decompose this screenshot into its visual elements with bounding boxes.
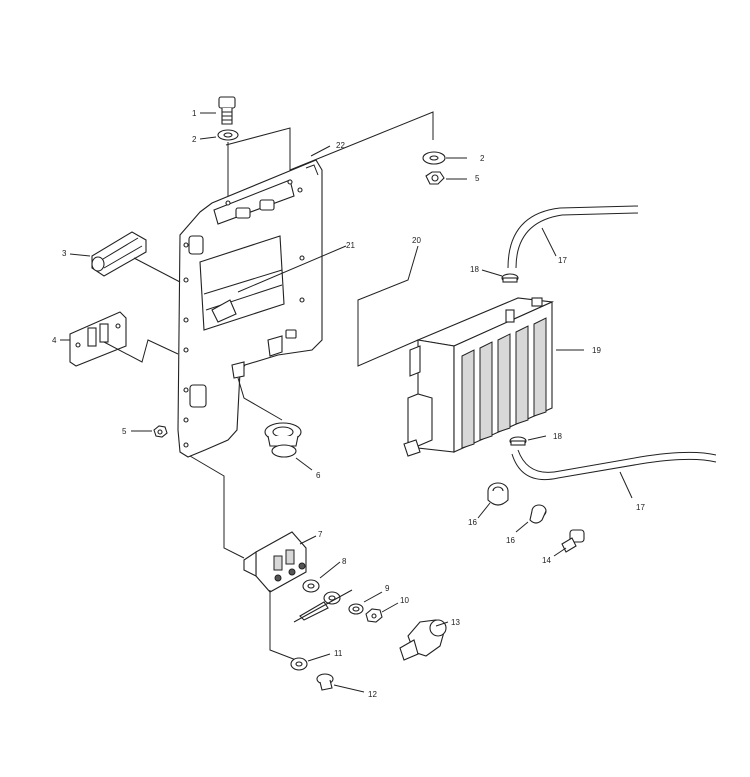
callout-2: 2: [192, 135, 197, 144]
part-17-hose-lower: [511, 449, 717, 481]
part-4-grommet-plate: [69, 311, 127, 367]
callout-8: 8: [342, 557, 347, 566]
part-18-clamp-upper: [501, 273, 519, 283]
callout-6: 6: [316, 471, 321, 480]
callout-17-upper: 17: [558, 256, 567, 265]
part-11-washer: [290, 657, 308, 671]
callout-18-upper: 18: [470, 265, 479, 274]
part-2-washer-right: [422, 151, 446, 165]
callout-3: 3: [62, 249, 67, 258]
part-5-nut-right: [425, 171, 445, 185]
part-7-relay: [243, 531, 307, 593]
callout-5-right: 5: [475, 174, 480, 183]
part-17-hose-upper: [507, 205, 639, 269]
callout-13: 13: [451, 618, 460, 627]
callout-5-left: 5: [122, 427, 127, 436]
callout-18-lower: 18: [553, 432, 562, 441]
part-5-nut-left: [153, 425, 168, 438]
part-9-washer: [348, 603, 364, 615]
part-13-rubber-boot: [399, 619, 447, 661]
callout-11: 11: [334, 649, 343, 658]
part-6-rubber-cup: [264, 422, 302, 458]
part-19-regulator-box: [403, 297, 555, 457]
callout-22: 22: [336, 141, 345, 150]
part-10-nut: [365, 608, 383, 623]
callout-17-lower: 17: [636, 503, 645, 512]
part-3-connector-clip: [91, 231, 147, 277]
part-16-bushing-large: [487, 482, 509, 506]
callout-16-small: 16: [506, 536, 515, 545]
callout-21: 21: [346, 241, 355, 250]
part-2-washer: [217, 129, 239, 141]
part-16-bushing-small: [529, 504, 547, 524]
part-18-clamp-lower: [509, 436, 527, 446]
part-14-bolt: [561, 529, 585, 553]
callout-2-right: 2: [480, 154, 485, 163]
part-12-screw: [316, 673, 334, 691]
callout-10: 10: [400, 596, 409, 605]
callout-1: 1: [192, 109, 197, 118]
callout-19: 19: [592, 346, 601, 355]
callout-16-large: 16: [468, 518, 477, 527]
callout-12: 12: [368, 690, 377, 699]
callout-9: 9: [385, 584, 390, 593]
callout-4: 4: [52, 336, 57, 345]
callout-20: 20: [412, 236, 421, 245]
part-1-bolt: [218, 96, 236, 125]
part-22-mounting-plate: [177, 159, 323, 458]
callout-14: 14: [542, 556, 551, 565]
callout-7: 7: [318, 530, 323, 539]
part-8-lock-washer: [302, 579, 320, 593]
